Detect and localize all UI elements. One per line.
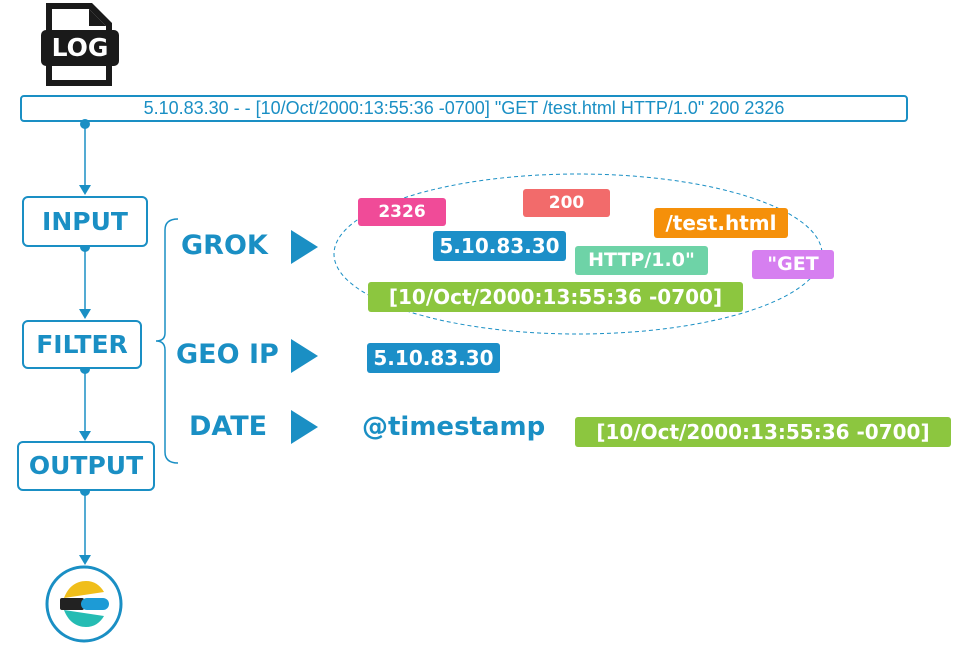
date-target-field: @timestamp bbox=[362, 412, 546, 442]
output-stage: OUTPUT bbox=[17, 441, 155, 491]
grok-field-bytes: 2326 bbox=[358, 198, 446, 226]
geoip-filter-label: GEO IP bbox=[176, 339, 279, 370]
grok-field-version: HTTP/1.0" bbox=[575, 246, 708, 275]
grok-arrow-icon bbox=[291, 230, 318, 264]
input-stage: INPUT bbox=[22, 196, 148, 247]
log-file-icon: LOG bbox=[38, 0, 120, 90]
date-field-timestamp: [10/Oct/2000:13:55:36 -0700] bbox=[575, 417, 951, 447]
grok-field-path: /test.html bbox=[654, 208, 788, 238]
log-line: 5.10.83.30 - - [10/Oct/2000:13:55:36 -07… bbox=[20, 95, 908, 122]
date-arrow-icon bbox=[291, 410, 318, 444]
elasticsearch-logo-icon bbox=[44, 565, 124, 643]
geoip-arrow-icon bbox=[291, 339, 318, 373]
grok-field-status: 200 bbox=[523, 189, 610, 217]
date-filter-label: DATE bbox=[189, 411, 268, 442]
log-icon-label: LOG bbox=[51, 33, 109, 62]
geoip-field-ip: 5.10.83.30 bbox=[367, 343, 500, 373]
grok-filter-label: GROK bbox=[181, 230, 268, 261]
grok-field-ip: 5.10.83.30 bbox=[433, 231, 566, 261]
grok-field-timestamp: [10/Oct/2000:13:55:36 -0700] bbox=[368, 282, 743, 312]
grok-field-method: "GET bbox=[752, 250, 834, 279]
filter-stage: FILTER bbox=[22, 320, 142, 369]
